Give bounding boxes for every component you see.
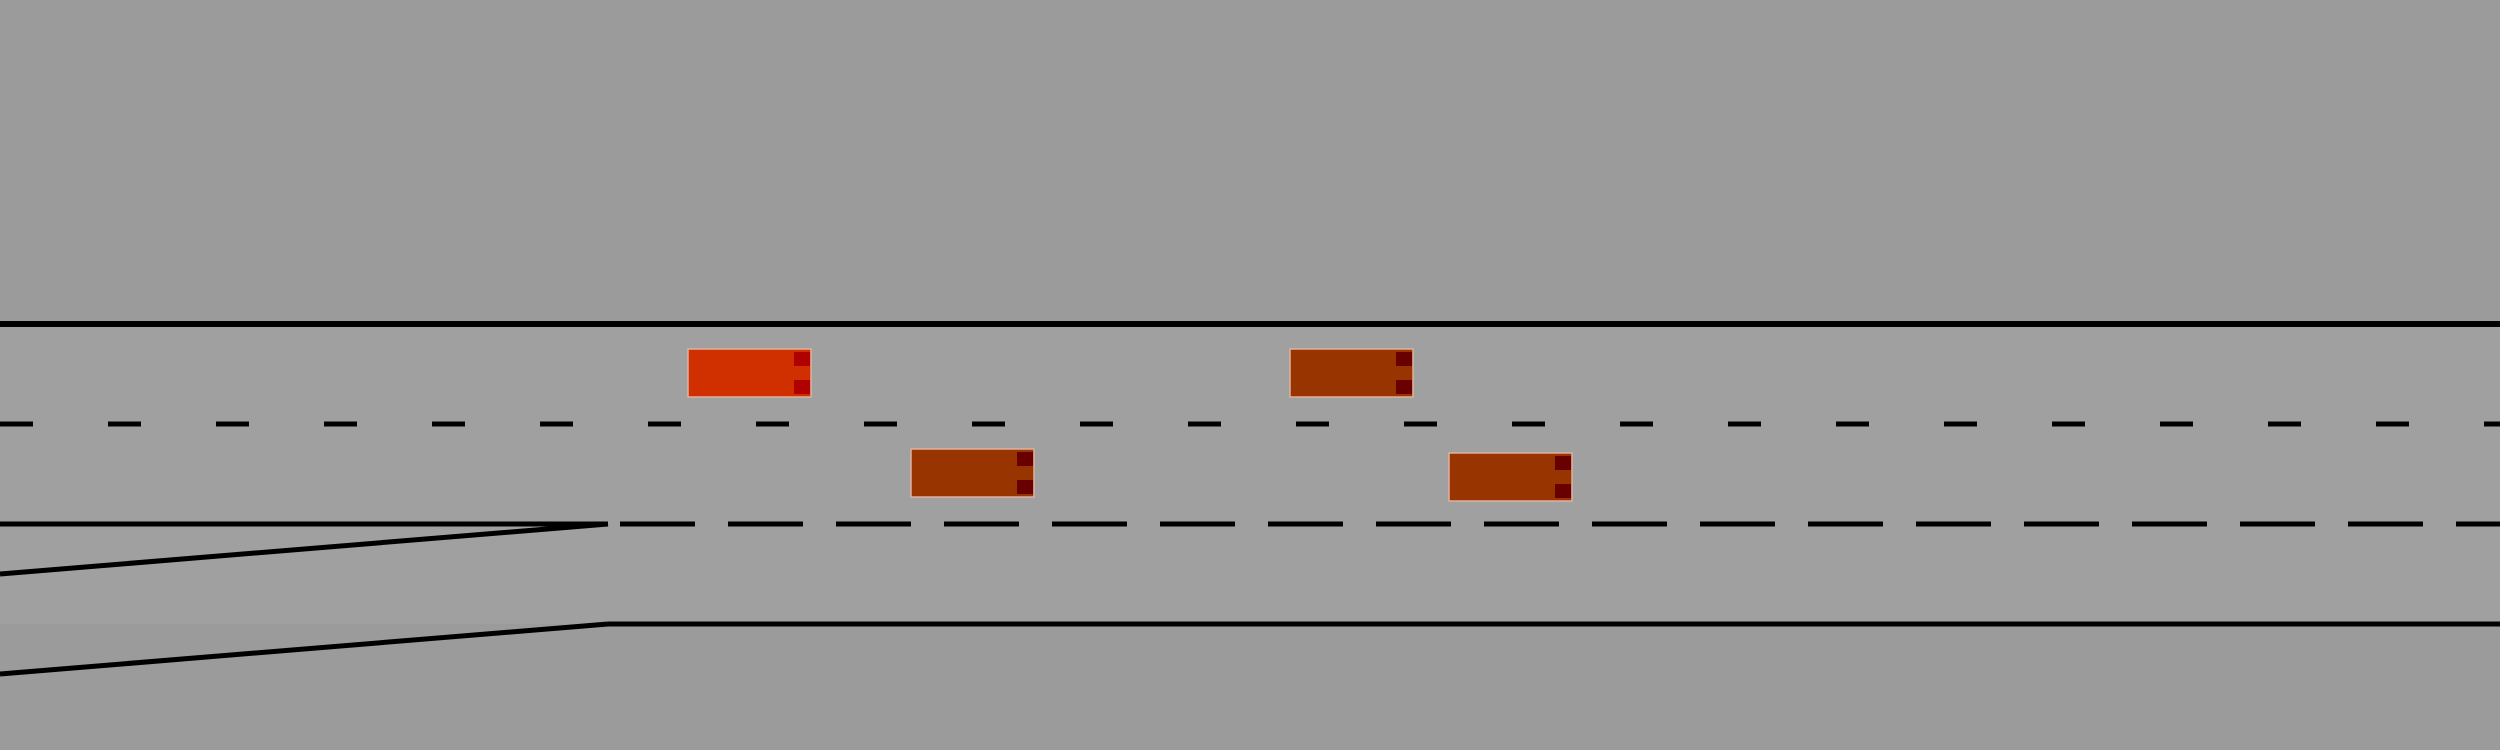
other-vehicle xyxy=(910,448,1035,498)
vehicle-taillight xyxy=(1017,480,1033,494)
other-vehicle xyxy=(1289,348,1414,398)
merge-lane-lower-edge xyxy=(0,621,609,677)
vehicle-taillight xyxy=(1396,352,1412,366)
ego-vehicle-taillight xyxy=(794,352,810,366)
other-vehicle xyxy=(1448,452,1573,502)
merge-lane-upper-edge xyxy=(0,521,609,577)
vehicle-taillight xyxy=(1555,456,1571,470)
vehicle-taillight xyxy=(1017,452,1033,466)
ego-vehicle-taillight xyxy=(794,380,810,394)
vehicle-taillight xyxy=(1396,380,1412,394)
road-surface xyxy=(0,324,2500,624)
vehicle-taillight xyxy=(1555,484,1571,498)
ego-vehicle xyxy=(687,348,812,398)
